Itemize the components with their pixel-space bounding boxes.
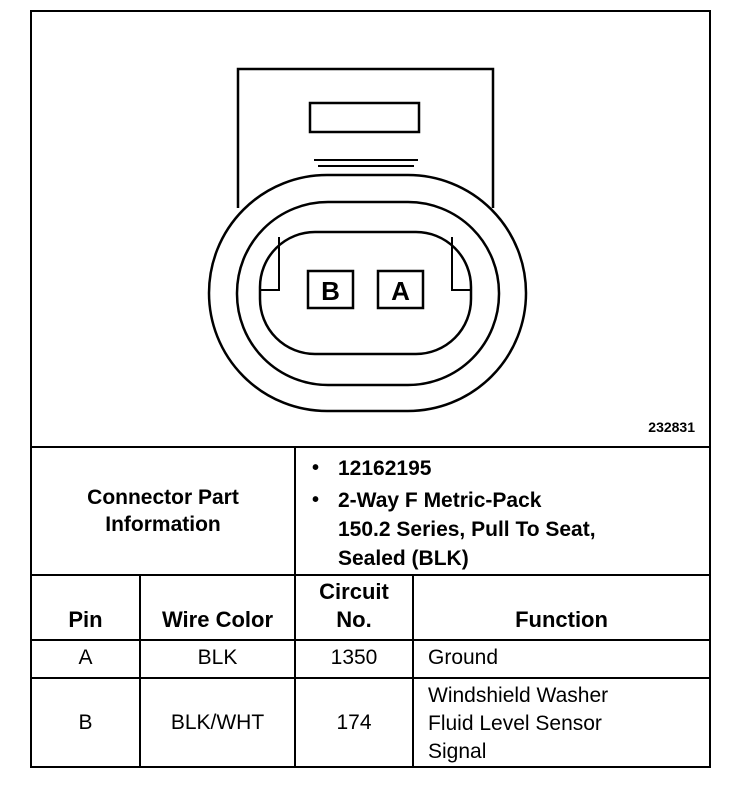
row-b-function: Windshield Washer Fluid Level Sensor Sig… [428,682,698,766]
row-a-function: Ground [428,646,499,669]
connector-part-info-label: Connector Part Information [32,448,294,574]
connector-inner-shell [235,200,501,387]
divider-info [294,448,296,574]
info-label-line2: Information [105,513,221,536]
connector-key-right [451,237,471,291]
part-number-item: • 12162195 [312,454,432,483]
row-b-circuit: 174 [336,711,372,734]
connector-cavity [258,230,473,356]
connector-tab-housing [236,67,495,208]
connector-key-left [260,237,280,291]
connector-outer-shell [207,173,528,413]
info-label-line1: Connector Part [87,486,239,509]
figure-id: 232831 [648,419,695,435]
column-divider [294,576,296,768]
part-number: 12162195 [338,457,432,480]
header-wire-color: Wire Color [161,607,274,632]
connector-info-sheet: B A 232831 Connector Part Information • … [30,10,711,768]
pin-box-b [306,269,355,310]
row-b-function-line: Signal [428,740,487,763]
bullet-icon: • [312,489,320,511]
row-a-wire-color: BLK [197,646,238,669]
column-divider [412,576,414,768]
bullet-icon: • [312,457,320,479]
row-b-function-line: Windshield Washer [428,684,609,707]
row-a-pin: A [78,646,93,669]
header-function: Function [515,607,608,632]
description-line: 150.2 Series, Pull To Seat, [338,518,596,541]
row-b-function-line: Fluid Level Sensor [428,712,602,735]
divider-info-bottom [32,574,709,576]
pin-label-a: A [391,276,410,306]
divider-diagram [32,446,709,448]
connector-tab-ridge [314,159,418,167]
description-line: Sealed (BLK) [338,547,469,570]
header-circuit-line2: No. [336,607,372,632]
column-divider [139,576,141,768]
description-line: 2-Way F Metric-Pack [338,489,542,512]
row-b-pin: B [78,711,93,734]
header-pin: Pin [68,607,103,632]
row-a-circuit: 1350 [330,646,378,669]
part-description-item: • 2-Way F Metric-Pack 150.2 Series, Pull… [312,486,678,573]
connector-face-diagram: B A [207,67,528,413]
divider-row [32,677,709,679]
header-circuit-line1: Circuit [319,579,389,604]
row-b-wire-color: BLK/WHT [170,711,265,734]
pin-label-b: B [321,276,340,306]
divider-header [32,639,709,641]
pin-box-a [376,269,425,310]
connector-latch-slot [308,101,421,134]
connector-part-info-list: • 12162195 • 2-Way F Metric-Pack 150.2 S… [296,448,709,574]
